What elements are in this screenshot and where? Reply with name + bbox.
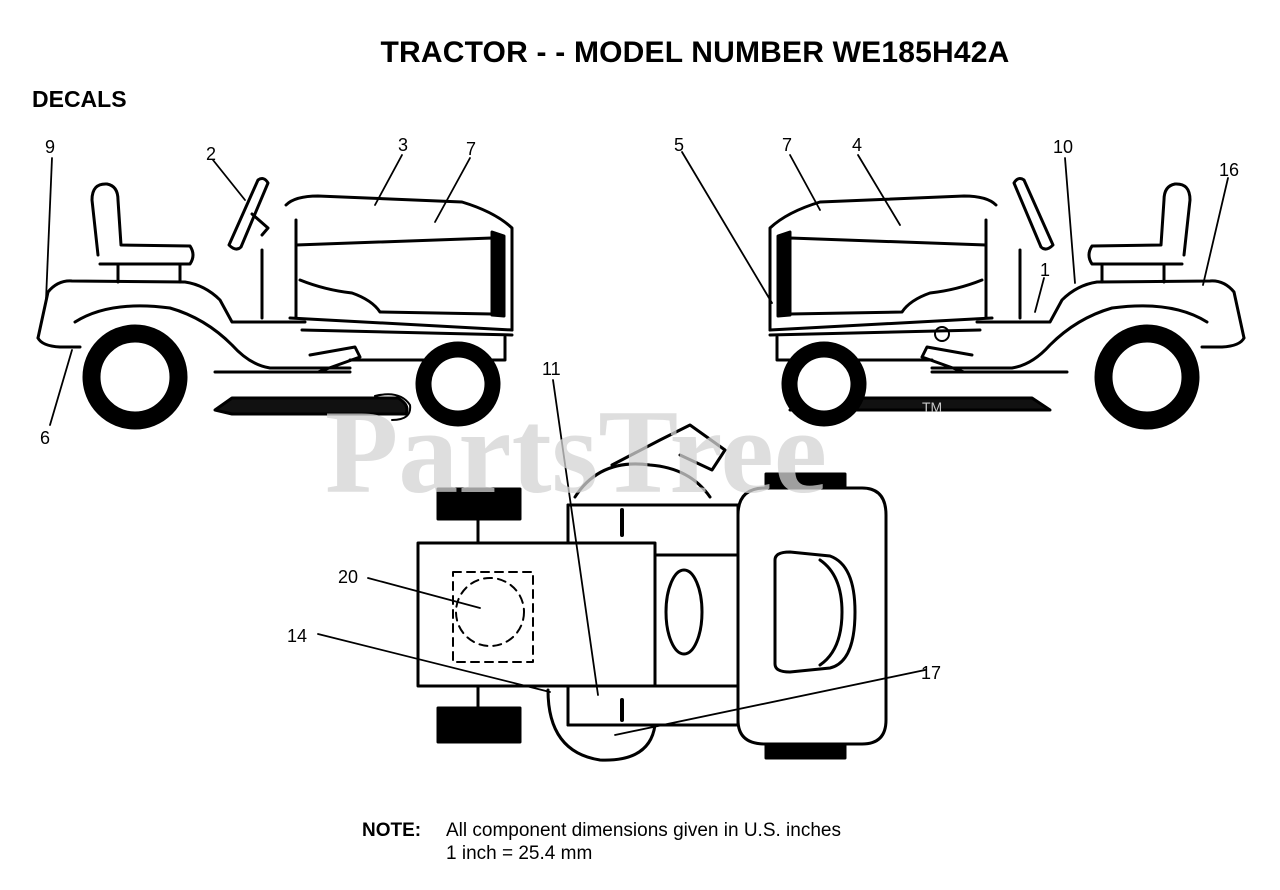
callout-6: 6 [40, 428, 50, 448]
callout-14: 14 [287, 626, 307, 646]
note-text-2: 1 inch = 25.4 mm [446, 843, 593, 864]
callout-3: 3 [398, 135, 408, 155]
callout-7-right: 7 [782, 135, 792, 155]
note-line-1: NOTE: All component dimensions given in U… [362, 819, 841, 842]
callout-leaders [45, 151, 1229, 736]
callout-5: 5 [674, 135, 684, 155]
watermark-tm: TM [922, 399, 942, 415]
left-side-view-tractor [36, 177, 514, 430]
callout-17: 17 [921, 663, 941, 683]
callout-2: 2 [206, 144, 216, 164]
callout-1: 1 [1040, 260, 1050, 280]
callout-11: 11 [542, 359, 561, 379]
callout-20: 20 [338, 567, 358, 587]
note-label: NOTE: [362, 820, 422, 841]
callout-4: 4 [852, 135, 862, 155]
callout-10: 10 [1053, 137, 1073, 157]
callout-7-left: 7 [466, 139, 476, 159]
page-title: TRACTOR - - MODEL NUMBER WE185H42A [380, 36, 1010, 69]
callout-9: 9 [45, 137, 55, 157]
note-text-1: All component dimensions given in U.S. i… [446, 820, 841, 841]
section-heading: DECALS [32, 86, 127, 112]
right-side-view-tractor [768, 177, 1246, 430]
watermark-text: PartsTree [325, 385, 827, 518]
note-block: NOTE: All component dimensions given in U… [362, 819, 841, 865]
callout-16: 16 [1219, 160, 1239, 180]
